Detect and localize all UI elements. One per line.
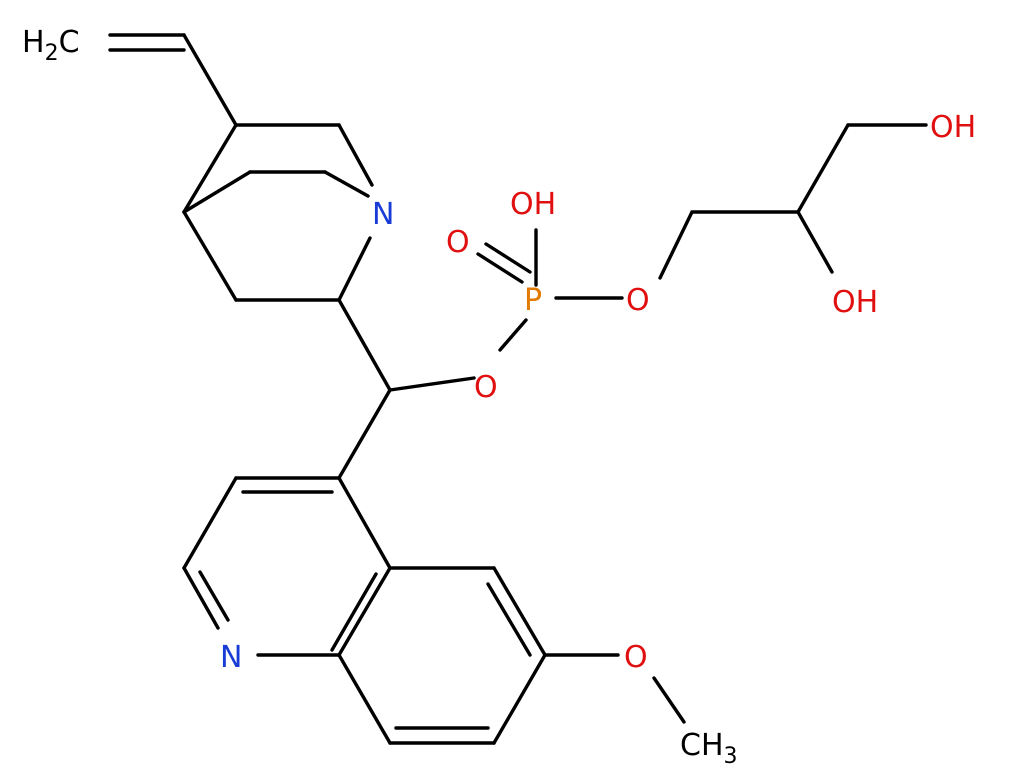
methoxy-group (543, 653, 686, 724)
quinuclidine-nitrogen-label: N (372, 197, 394, 232)
primary-hydroxyl-label: OH (930, 110, 976, 145)
quinoline-ring (182, 476, 547, 745)
phosphate-hydroxyl-label: OH (510, 187, 556, 222)
methyl-label: CH3 (680, 728, 738, 769)
secondary-hydroxyl-label: OH (832, 285, 878, 320)
methoxy-oxygen-label: O (624, 640, 648, 675)
vinyl-group (108, 33, 238, 127)
alkaloid-ester-oxygen-label: O (474, 370, 498, 405)
phosphorus-label: P (524, 283, 542, 318)
vinyl-ch2-label: H2C (22, 25, 80, 66)
quinoline-nitrogen-label: N (220, 640, 242, 675)
phosphate-group (476, 228, 624, 352)
phosphoryl-oxygen-label: O (446, 225, 470, 260)
glycerol-ester-oxygen-label: O (626, 283, 650, 318)
glycerol-chain (658, 123, 928, 280)
quinuclidine-ring (182, 123, 374, 302)
linker-bonds (337, 298, 476, 480)
